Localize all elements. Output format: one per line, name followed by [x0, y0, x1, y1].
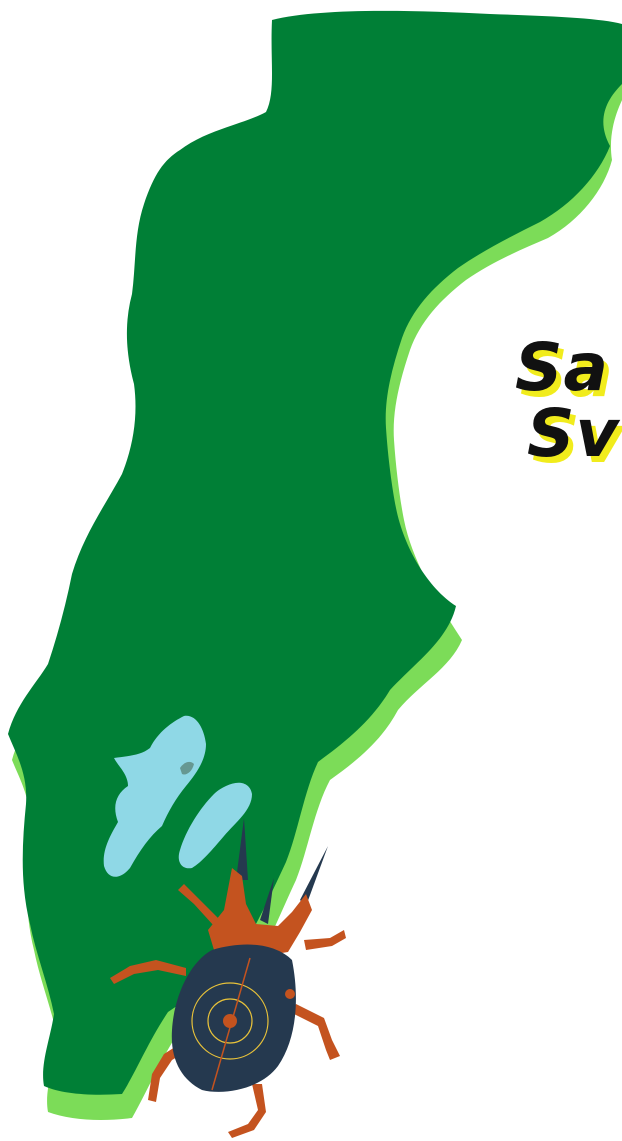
beetle-ring-1: [207, 998, 253, 1044]
beetle-horn-mid: [260, 878, 274, 924]
lake-vattern: [178, 782, 252, 869]
beetle-leg-4: [290, 1004, 340, 1060]
beetle-leg-3: [110, 960, 186, 984]
beetle-side-dot: [285, 989, 295, 999]
lake-vanern: [103, 715, 206, 877]
beetle-antenna-right: [300, 846, 328, 906]
beetle-leg-1: [178, 884, 220, 926]
beetle-leg-6: [228, 1084, 266, 1138]
beetle-illustration: [110, 818, 346, 1138]
sweden-map-shape: [8, 10, 622, 1095]
beetle-antenna-left: [236, 818, 248, 880]
beetle-midline: [211, 957, 251, 1091]
title-line-2: Sv: [527, 395, 620, 472]
poster-title: Sa Sv: [515, 335, 622, 467]
title-line-1: Sa: [515, 329, 610, 406]
lake-island: [180, 761, 194, 775]
beetle-ring-2: [191, 982, 269, 1060]
beetle-head: [208, 868, 312, 958]
beetle-leg-2: [304, 930, 346, 950]
